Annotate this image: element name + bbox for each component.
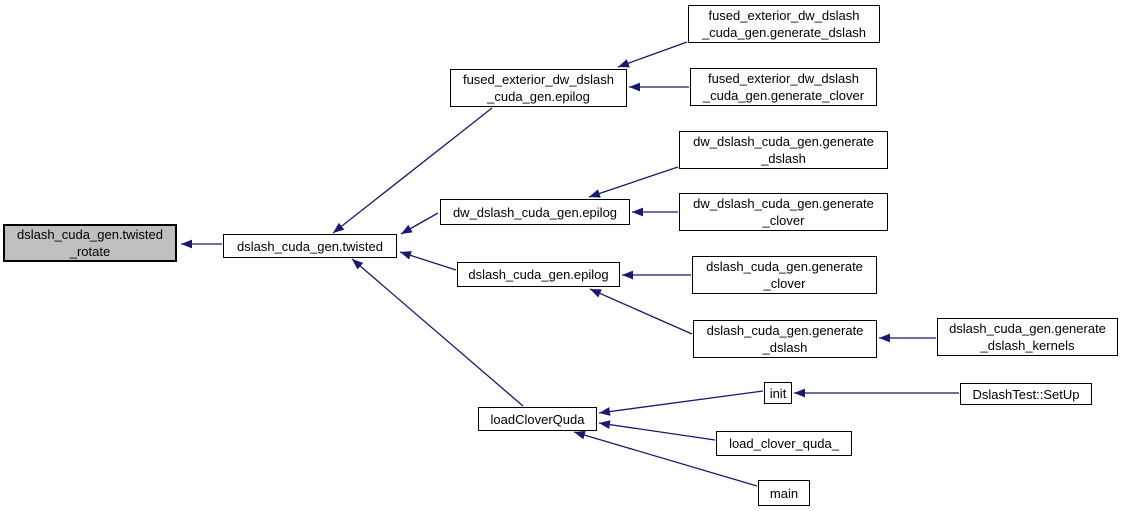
node-dw-epilog[interactable]: dw_dslash_cuda_gen.epilog <box>440 199 630 225</box>
edge-loadcloverquda-to-twisted <box>351 258 524 407</box>
edge-dslash-generate-dslash-to-dslash-epilog <box>589 288 693 335</box>
node-dw-generate-clover[interactable]: dw_dslash_cuda_gen.generate _clover <box>679 193 888 231</box>
edge-dw-generate-dslash-to-dw-epilog <box>588 166 679 198</box>
edge-dslash-epilog-to-twisted <box>399 251 457 271</box>
edge-dw-epilog-to-twisted <box>400 212 439 235</box>
edge-fused-generate-dslash-to-fused-epilog <box>617 41 688 68</box>
node-dslash-generate-clover[interactable]: dslash_cuda_gen.generate _clover <box>692 256 877 294</box>
node-loadcloverquda[interactable]: loadCloverQuda <box>478 407 597 431</box>
node-fused-generate-clover[interactable]: fused_exterior_dw_dslash _cuda_gen.gener… <box>690 68 877 106</box>
node-init[interactable]: init <box>764 382 792 404</box>
node-fused-generate-dslash[interactable]: fused_exterior_dw_dslash _cuda_gen.gener… <box>688 5 880 43</box>
node-dslash-epilog[interactable]: dslash_cuda_gen.epilog <box>457 262 620 287</box>
node-fused-epilog[interactable]: fused_exterior_dw_dslash _cuda_gen.epilo… <box>450 69 627 107</box>
node-generate-dslash-kernels[interactable]: dslash_cuda_gen.generate _dslash_kernels <box>937 318 1118 356</box>
node-main[interactable]: main <box>758 480 810 506</box>
node-twisted[interactable]: dslash_cuda_gen.twisted <box>223 234 397 258</box>
edge-main-to-loadcloverquda <box>573 430 758 487</box>
edge-init-to-loadcloverquda <box>598 390 764 416</box>
node-load-clover-quda[interactable]: load_clover_quda_ <box>716 431 852 456</box>
node-twisted-rotate: dslash_cuda_gen.twisted _rotate <box>3 224 177 262</box>
node-dslash-generate-dslash[interactable]: dslash_cuda_gen.generate _dslash <box>693 320 877 358</box>
edge-fused-epilog-to-twisted <box>332 107 493 234</box>
node-dw-generate-dslash[interactable]: dw_dslash_cuda_gen.generate _dslash <box>679 131 888 169</box>
edge-load-clover-quda-to-loadcloverquda <box>598 420 716 441</box>
node-dslash-test-setup[interactable]: DslashTest::SetUp <box>960 383 1092 405</box>
